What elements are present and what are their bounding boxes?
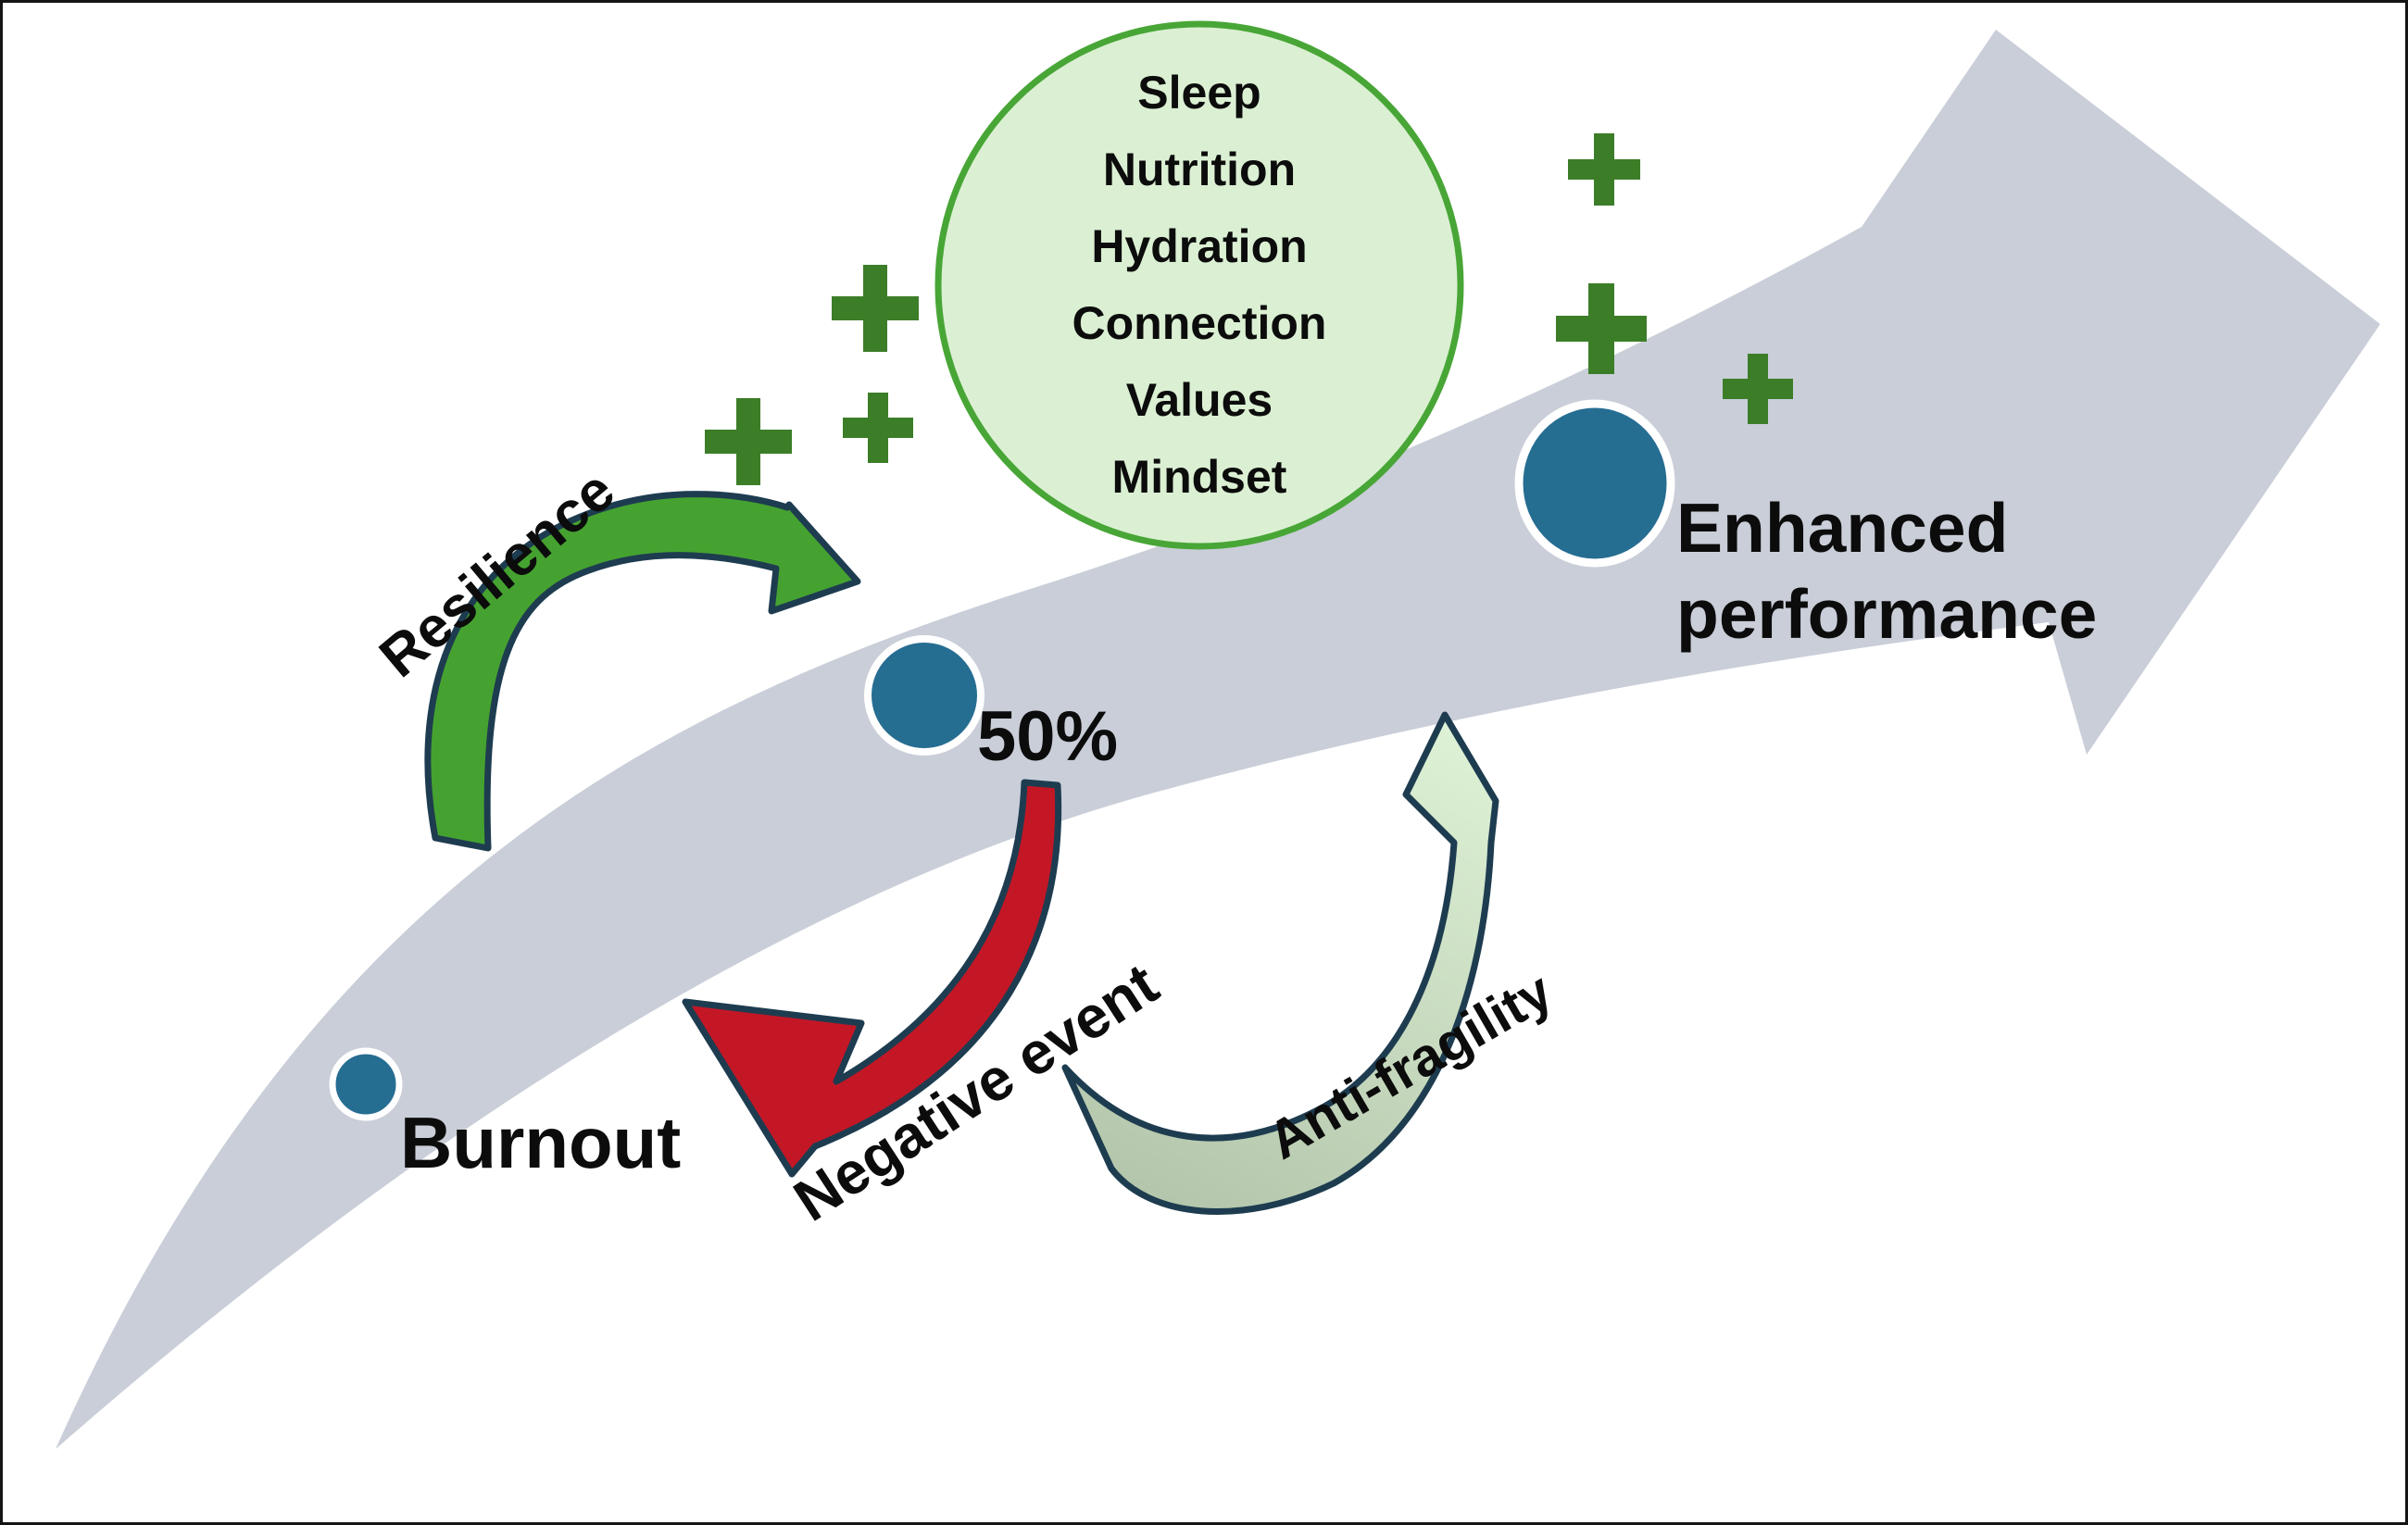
fifty-percent-dot <box>864 635 985 756</box>
trajectory-swoosh-arrow <box>56 30 2380 1449</box>
plus-icon <box>843 393 913 463</box>
burnout-dot <box>329 1047 403 1121</box>
burnout-label: Burnout <box>400 1102 682 1183</box>
pillar-item-sleep: Sleep <box>1137 67 1261 119</box>
anti-fragility-arrow <box>1061 711 1499 1215</box>
plus-icon <box>1556 283 1647 374</box>
enhanced-performance-line2: performance <box>1676 575 2098 653</box>
plus-icon <box>705 398 792 485</box>
enhanced-performance-dot <box>1514 399 1675 568</box>
fifty-percent-label: 50% <box>977 697 1119 776</box>
resilience-arrow <box>424 491 861 852</box>
pillar-item-values: Values <box>1125 374 1273 426</box>
plus-icon <box>1568 133 1640 206</box>
pillars-circle <box>934 20 1464 550</box>
pillar-item-nutrition: Nutrition <box>1102 144 1297 195</box>
pillars-circle-text: Sleep Nutrition Hydration Connection Val… <box>938 24 1461 546</box>
enhanced-performance-label: Enhanced performance <box>1676 485 2097 657</box>
plus-icon <box>832 265 919 352</box>
pillar-item-hydration: Hydration <box>1091 220 1308 272</box>
negative-event-arrow <box>682 779 1062 1178</box>
plus-icon <box>1723 354 1793 424</box>
pillar-item-connection: Connection <box>1072 297 1327 349</box>
pillar-item-mindset: Mindset <box>1111 451 1287 503</box>
enhanced-performance-line1: Enhanced <box>1676 489 2009 567</box>
